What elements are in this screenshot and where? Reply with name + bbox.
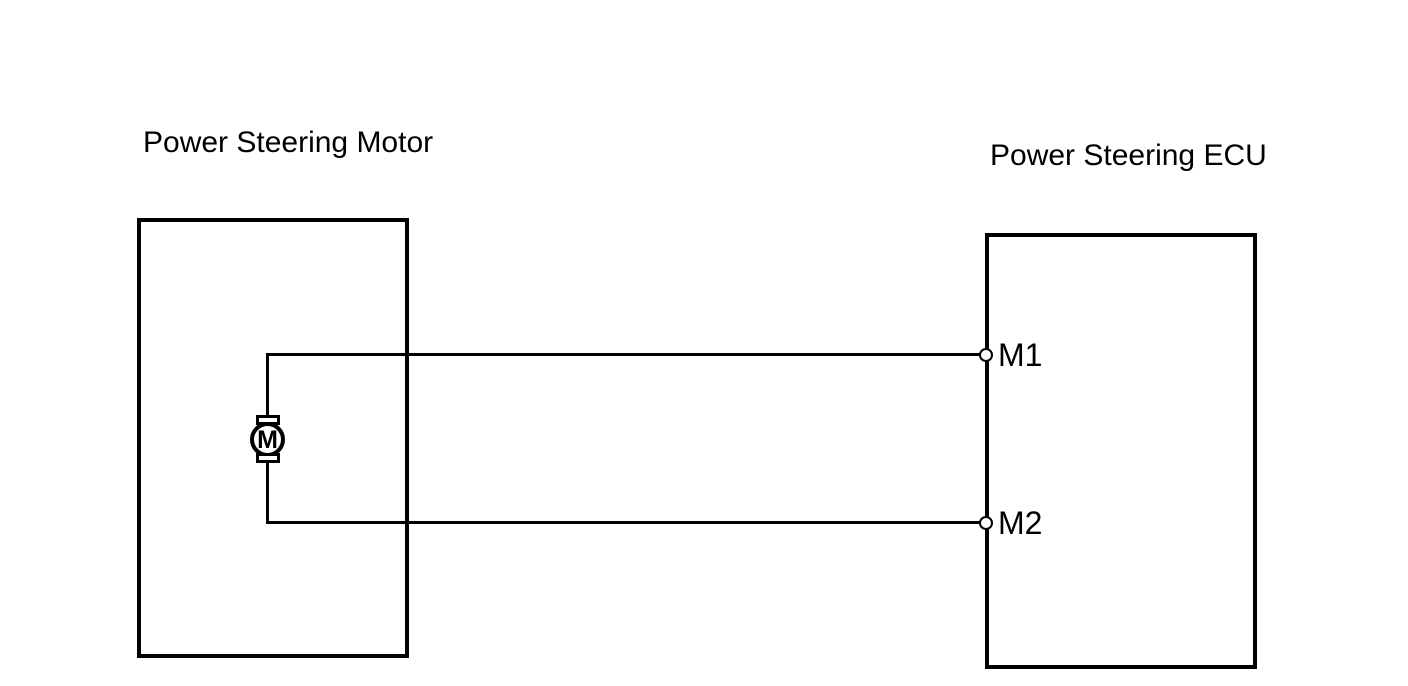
- ecu-component-label: Power Steering ECU: [990, 139, 1267, 172]
- terminal-m2-label: M2: [998, 505, 1043, 541]
- wire-motor-to-m2-vertical: [266, 458, 269, 524]
- motor-brush-bottom: [256, 453, 280, 463]
- wire-motor-to-m1-vertical: [266, 353, 269, 418]
- motor-brush-top: [256, 415, 280, 425]
- motor-symbol-letter: M: [257, 426, 278, 454]
- wire-motor-to-m2-horizontal: [266, 521, 982, 524]
- terminal-m2-circle: [979, 516, 993, 530]
- terminal-m1-circle: [979, 348, 993, 362]
- terminal-m1-label: M1: [998, 337, 1043, 373]
- wire-motor-to-m1-horizontal: [266, 353, 982, 356]
- ecu-component-box: [985, 233, 1257, 669]
- motor-component-label: Power Steering Motor: [143, 126, 434, 159]
- motor-symbol-icon: M: [250, 422, 285, 457]
- motor-component-box: [137, 218, 409, 658]
